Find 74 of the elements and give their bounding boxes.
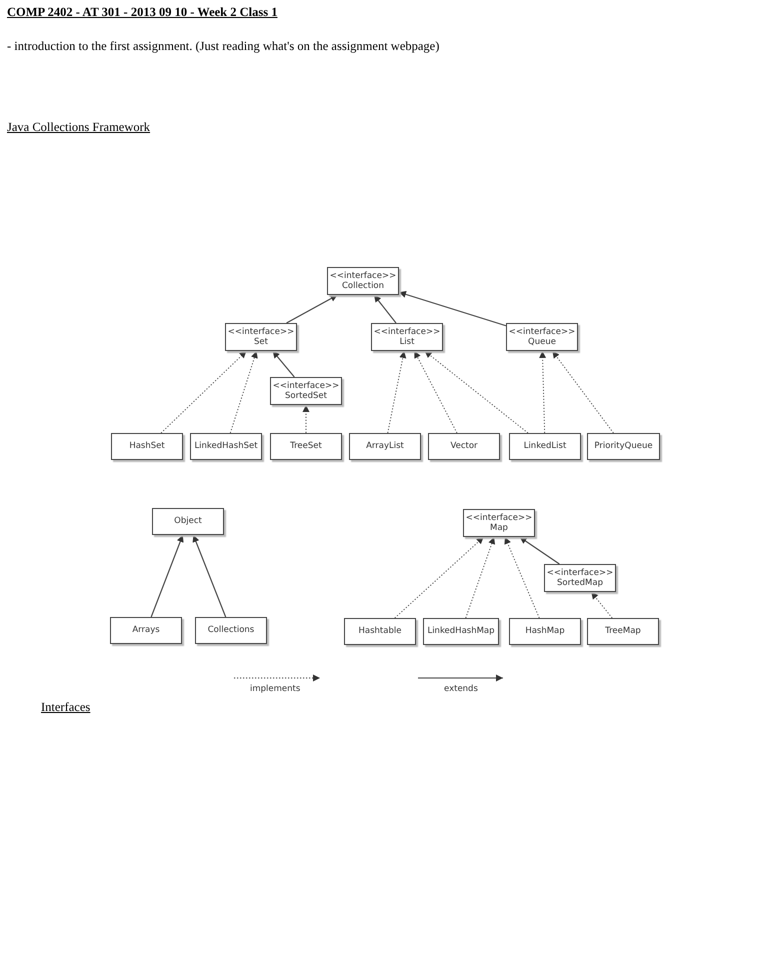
class-name: Collections	[208, 625, 254, 636]
extends-arrow	[519, 536, 560, 564]
class-box	[344, 618, 416, 645]
class-box	[587, 618, 659, 645]
class-name: Vector	[450, 441, 478, 452]
extends-arrow	[374, 294, 396, 324]
implements-arrow	[552, 350, 614, 434]
extends-arrow	[192, 534, 226, 618]
extends-arrow	[398, 291, 506, 326]
class-name: SortedSet	[284, 391, 327, 402]
stereotype-label: <<interface>>	[546, 568, 614, 578]
class-box	[270, 433, 342, 460]
interface-box	[270, 377, 342, 405]
class-name: TreeMap	[605, 626, 641, 637]
class-box	[152, 508, 224, 535]
implements-arrow	[539, 350, 546, 434]
class-name: HashMap	[525, 626, 565, 637]
extends-arrow	[272, 350, 295, 378]
implements-arrow	[424, 350, 528, 434]
class-name: LinkedHashMap	[427, 626, 495, 637]
legend-label: extends	[444, 684, 478, 694]
class-box	[190, 433, 262, 460]
section-heading: Java Collections Framework	[7, 120, 150, 135]
implements-arrow	[504, 536, 540, 618]
implements-arrow	[230, 350, 258, 434]
extends-arrow	[286, 294, 338, 324]
page-title: COMP 2402 - AT 301 - 2013 09 10 - Week 2 Class 1	[7, 5, 278, 20]
implements-arrow	[590, 592, 613, 618]
interface-box	[371, 323, 443, 351]
stereotype-label: <<interface>>	[228, 326, 294, 337]
implements-arrow	[394, 536, 484, 618]
implements-arrow	[160, 350, 247, 434]
class-name: Collection	[342, 281, 384, 292]
interface-box	[327, 267, 399, 295]
class-name: List	[400, 337, 414, 348]
class-name: Set	[254, 337, 268, 348]
section-heading: Interfaces	[41, 700, 90, 715]
class-name: LinkedList	[524, 441, 566, 452]
class-box	[587, 433, 660, 460]
extends-arrow	[150, 534, 184, 618]
class-name: LinkedHashSet	[194, 441, 258, 452]
class-box	[195, 617, 267, 644]
class-name: Map	[490, 523, 508, 534]
class-name: Hashtable	[358, 626, 402, 637]
stereotype-label: <<interface>>	[330, 270, 396, 281]
class-name: PriorityQueue	[594, 441, 653, 452]
implements-arrow	[465, 536, 496, 618]
class-box	[428, 433, 500, 460]
interface-box	[225, 323, 297, 351]
implements-arrow	[302, 404, 310, 434]
class-name: HashSet	[129, 441, 165, 452]
class-box	[110, 617, 182, 644]
class-name: SortedMap	[557, 578, 603, 588]
legend-label: implements	[250, 684, 300, 694]
stereotype-label: <<interface>>	[374, 326, 440, 337]
class-box	[111, 433, 183, 460]
class-box	[509, 618, 581, 645]
implements-arrow	[414, 350, 458, 434]
class-box	[509, 433, 581, 460]
class-name: Queue	[528, 337, 556, 348]
interface-box	[463, 509, 535, 537]
class-box	[349, 433, 421, 460]
class-name: TreeSet	[290, 441, 322, 452]
interface-box	[506, 323, 578, 351]
stereotype-label: <<interface>>	[272, 380, 340, 391]
implements-arrow	[387, 350, 406, 434]
interface-box	[544, 564, 616, 592]
class-box	[423, 618, 499, 645]
class-name: Arrays	[132, 625, 160, 636]
stereotype-label: <<interface>>	[508, 326, 576, 337]
class-name: Object	[174, 516, 202, 527]
note-text: - introduction to the first assignment. (Just reading what's on the assignment webpage)	[7, 39, 440, 54]
class-name: ArrayList	[366, 441, 404, 452]
stereotype-label: <<interface>>	[466, 512, 532, 523]
